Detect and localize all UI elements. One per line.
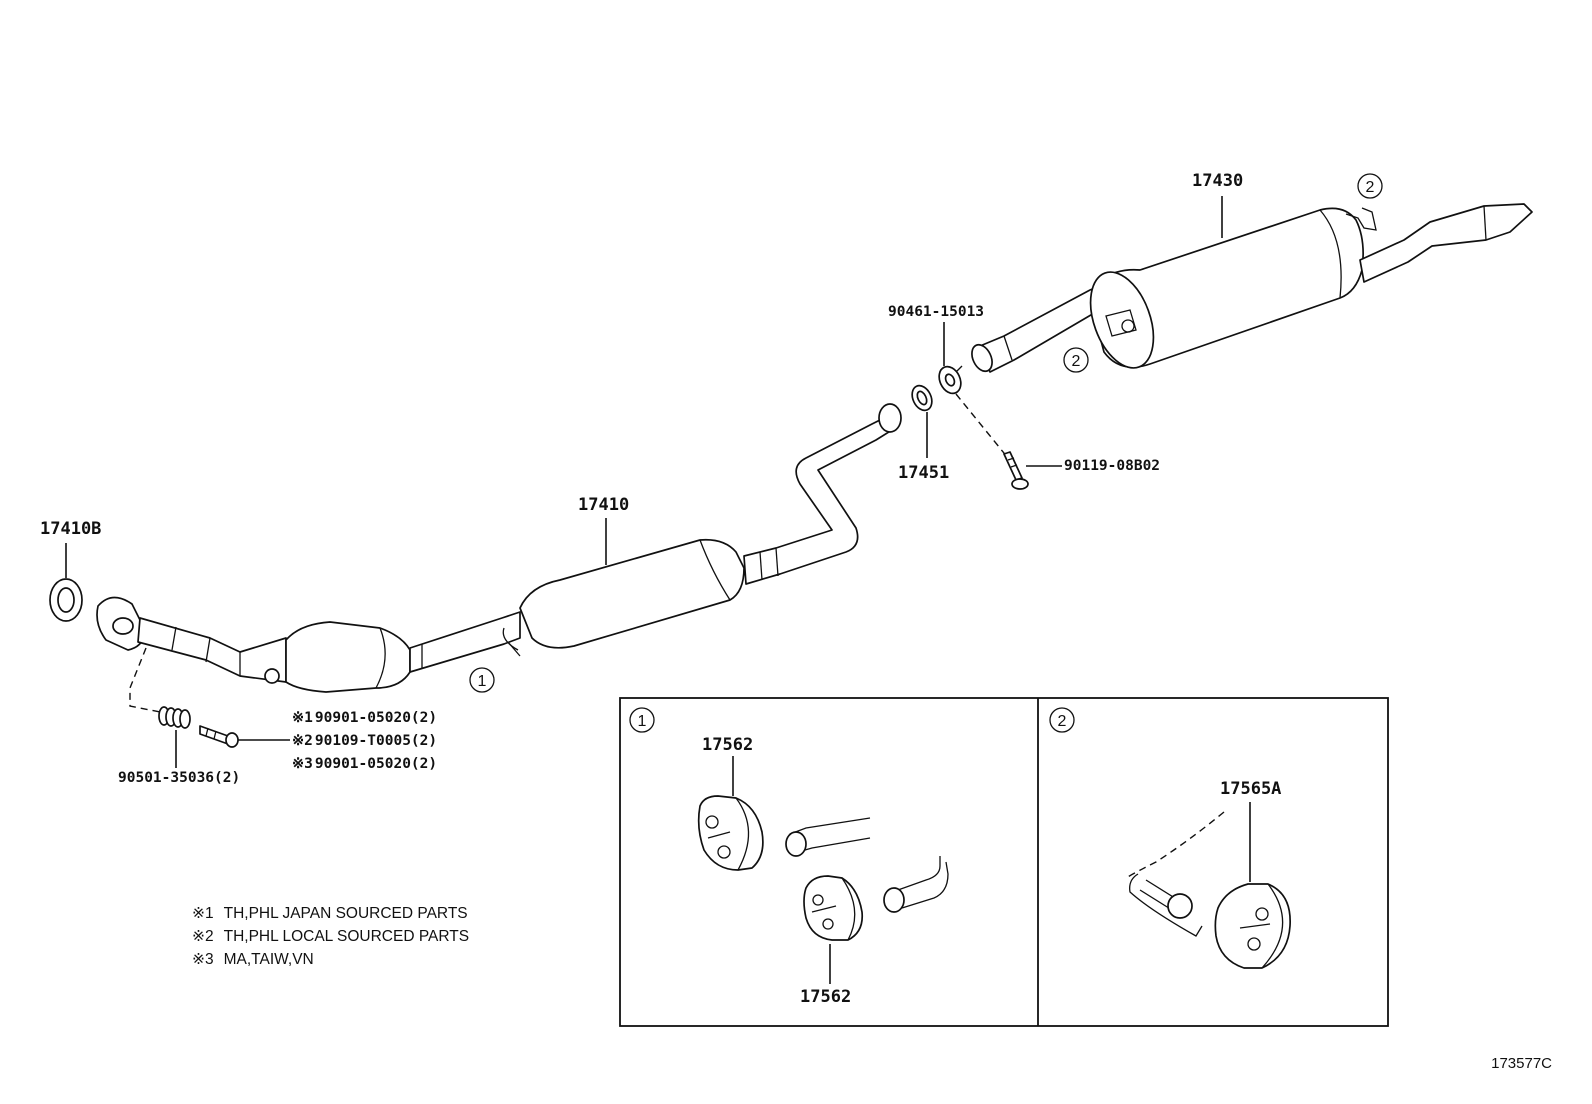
label-mount-2[interactable]: 17565A: [1220, 779, 1281, 799]
label-mount-1[interactable]: 17562: [702, 735, 753, 755]
callout-1-main[interactable]: 1: [469, 667, 495, 693]
mount-1-lower-rod: [883, 856, 949, 913]
mount-1-upper-drawing[interactable]: [697, 795, 764, 871]
detail-box: [619, 697, 1389, 1027]
mount-2-drawing[interactable]: [1214, 883, 1291, 969]
bolt-center-drawing[interactable]: [1003, 451, 1029, 490]
dashed-leader-mount-2: [1125, 811, 1225, 879]
dashed-leader-fasteners: [129, 647, 161, 713]
svg-text:2: 2: [1058, 713, 1067, 730]
mount-1-lower-drawing[interactable]: [803, 875, 864, 941]
front-pipe-drawing[interactable]: [96, 403, 902, 693]
diagram-id: 173577C: [1491, 1055, 1552, 1072]
label-gasket-front[interactable]: 17410B: [40, 519, 101, 539]
gasket-center-drawing[interactable]: [908, 382, 935, 413]
mount-1-upper-rod: [785, 817, 871, 857]
label-spring[interactable]: 90501-35036(2): [118, 770, 240, 786]
label-mount-1b[interactable]: 17562: [800, 987, 851, 1007]
label-front-pipe[interactable]: 17410: [578, 495, 629, 515]
callout-2-mid[interactable]: 2: [1063, 347, 1089, 373]
svg-text:2: 2: [1072, 353, 1081, 370]
svg-text:1: 1: [638, 713, 647, 730]
spring-bolt-nut-drawing[interactable]: [935, 363, 965, 397]
svg-text:2: 2: [1366, 179, 1375, 196]
label-tail-pipe[interactable]: 17430: [1192, 171, 1243, 191]
bolt-front-drawing[interactable]: [199, 725, 239, 748]
callout-1-detail[interactable]: 1: [629, 707, 655, 733]
tail-pipe-drawing[interactable]: [968, 203, 1533, 377]
mount-2-rod: [1129, 873, 1203, 937]
gasket-front-drawing[interactable]: [49, 578, 83, 622]
callout-2-detail[interactable]: 2: [1049, 707, 1075, 733]
callout-2-top[interactable]: 2: [1357, 173, 1383, 199]
label-spring-bolt-nut[interactable]: 90461-15013: [888, 304, 984, 320]
dashed-leader-bolt-center: [955, 393, 1009, 459]
spring-drawing[interactable]: [158, 706, 191, 729]
label-gasket-center[interactable]: 17451: [898, 463, 949, 483]
label-bolt-center[interactable]: 90119-08B02: [1064, 458, 1160, 474]
svg-text:1: 1: [478, 673, 487, 690]
